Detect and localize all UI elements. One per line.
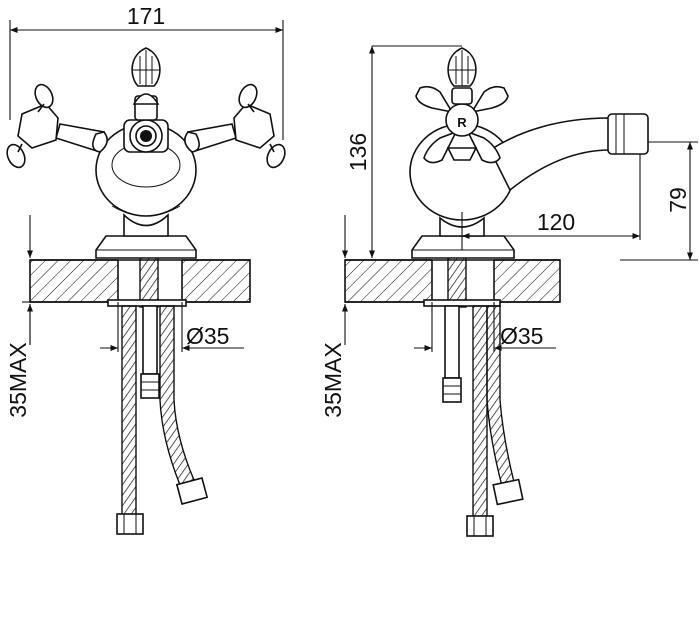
front-width-dimension: 171 (9, 3, 284, 140)
side-height-label: 136 (345, 133, 371, 171)
side-height-dimension: 136 (345, 45, 462, 258)
front-hole-label: Ø35 (186, 323, 229, 349)
front-depth-label: 35MAX (5, 342, 31, 417)
side-faucet-body: R (409, 47, 649, 259)
front-right-handle (184, 83, 286, 169)
front-flex-hoses (116, 305, 209, 535)
front-left-handle (6, 83, 108, 169)
front-faucet-body (95, 47, 197, 259)
front-hole-dimension: Ø35 (100, 302, 244, 352)
side-spout-height-label: 79 (665, 187, 691, 213)
side-hole-label: Ø35 (500, 323, 543, 349)
side-spout-reach-dimension: 120 (461, 154, 641, 250)
side-depth-label: 35MAX (320, 342, 346, 417)
side-view: R 136 79 120 (320, 45, 698, 537)
front-view: 171 35MAX Ø35 (5, 3, 286, 535)
side-spout-height-dimension: 79 (620, 141, 698, 261)
side-hole-dimension: Ø35 (414, 302, 556, 352)
front-depth-dimension: 35MAX (5, 215, 34, 418)
front-width-label: 171 (127, 3, 165, 29)
side-threaded-stud (423, 254, 501, 308)
side-depth-dimension: 35MAX (320, 215, 349, 418)
side-handle-letter: R (457, 115, 467, 130)
side-spout-reach-label: 120 (537, 209, 575, 235)
